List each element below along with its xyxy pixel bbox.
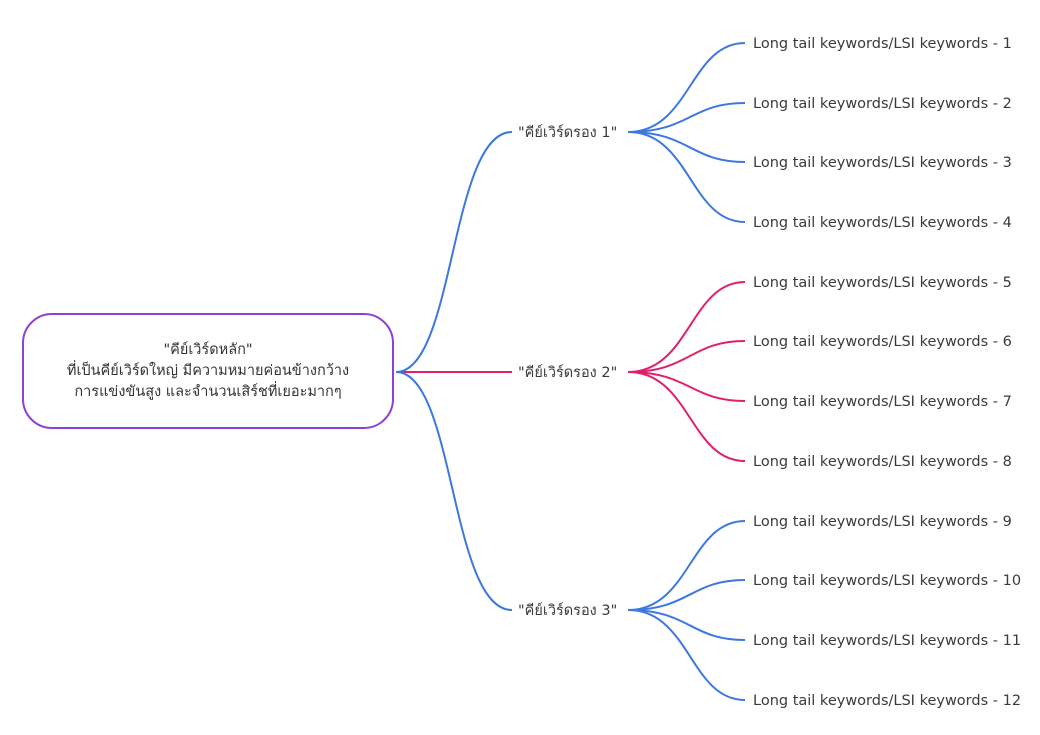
root-to-branch-1-connector xyxy=(395,131,513,373)
root-description-line-1: ที่เป็นคีย์เวิร์ดใหญ่ มีความหมายค่อนข้าง… xyxy=(66,362,350,379)
branch-1-to-leaf-2-connector xyxy=(627,102,746,133)
leaf-node-9[interactable]: Long tail keywords/LSI keywords - 9 xyxy=(753,514,1012,530)
root-title: "คีย์เวิร์ดหลัก" xyxy=(163,341,253,358)
leaf-node-3[interactable]: Long tail keywords/LSI keywords - 3 xyxy=(753,155,1012,171)
leaf-node-5[interactable]: Long tail keywords/LSI keywords - 5 xyxy=(753,275,1012,291)
branch-node-3[interactable]: "คีย์เวิร์ดรอง 3" xyxy=(518,603,618,619)
branch-1-to-leaf-1-connector xyxy=(627,42,746,133)
branch-3-to-leaf-9-connector xyxy=(627,520,746,611)
leaf-node-12[interactable]: Long tail keywords/LSI keywords - 12 xyxy=(753,693,1022,709)
leaf-node-10[interactable]: Long tail keywords/LSI keywords - 10 xyxy=(753,573,1022,589)
leaf-node-1[interactable]: Long tail keywords/LSI keywords - 1 xyxy=(753,36,1012,52)
leaf-node-4[interactable]: Long tail keywords/LSI keywords - 4 xyxy=(753,215,1012,231)
branch-1-to-leaf-3-connector xyxy=(627,131,746,163)
root-node[interactable]: "คีย์เวิร์ดหลัก" ที่เป็นคีย์เวิร์ดใหญ่ ม… xyxy=(22,313,394,429)
branch-2-to-leaf-8-connector xyxy=(627,371,746,462)
branch-node-2[interactable]: "คีย์เวิร์ดรอง 2" xyxy=(518,365,618,381)
branch-3-to-leaf-12-connector xyxy=(627,609,746,701)
branch-3-to-leaf-10-connector xyxy=(627,579,746,611)
branch-2-to-leaf-5-connector xyxy=(627,281,746,373)
leaf-node-7[interactable]: Long tail keywords/LSI keywords - 7 xyxy=(753,394,1012,410)
branch-node-1[interactable]: "คีย์เวิร์ดรอง 1" xyxy=(518,125,618,141)
branch-2-to-leaf-6-connector xyxy=(627,340,746,373)
branch-2-to-leaf-7-connector xyxy=(627,371,746,402)
leaf-node-8[interactable]: Long tail keywords/LSI keywords - 8 xyxy=(753,454,1012,470)
branch-3-to-leaf-11-connector xyxy=(627,609,746,641)
leaf-node-2[interactable]: Long tail keywords/LSI keywords - 2 xyxy=(753,96,1012,112)
leaf-node-11[interactable]: Long tail keywords/LSI keywords - 11 xyxy=(753,633,1022,649)
root-to-branch-3-connector xyxy=(395,371,513,611)
branch-1-to-leaf-4-connector xyxy=(627,131,746,223)
leaf-node-6[interactable]: Long tail keywords/LSI keywords - 6 xyxy=(753,334,1012,350)
root-description-line-2: การแข่งขันสูง และจำนวนเสิร์ชที่เยอะมากๆ xyxy=(74,383,342,400)
